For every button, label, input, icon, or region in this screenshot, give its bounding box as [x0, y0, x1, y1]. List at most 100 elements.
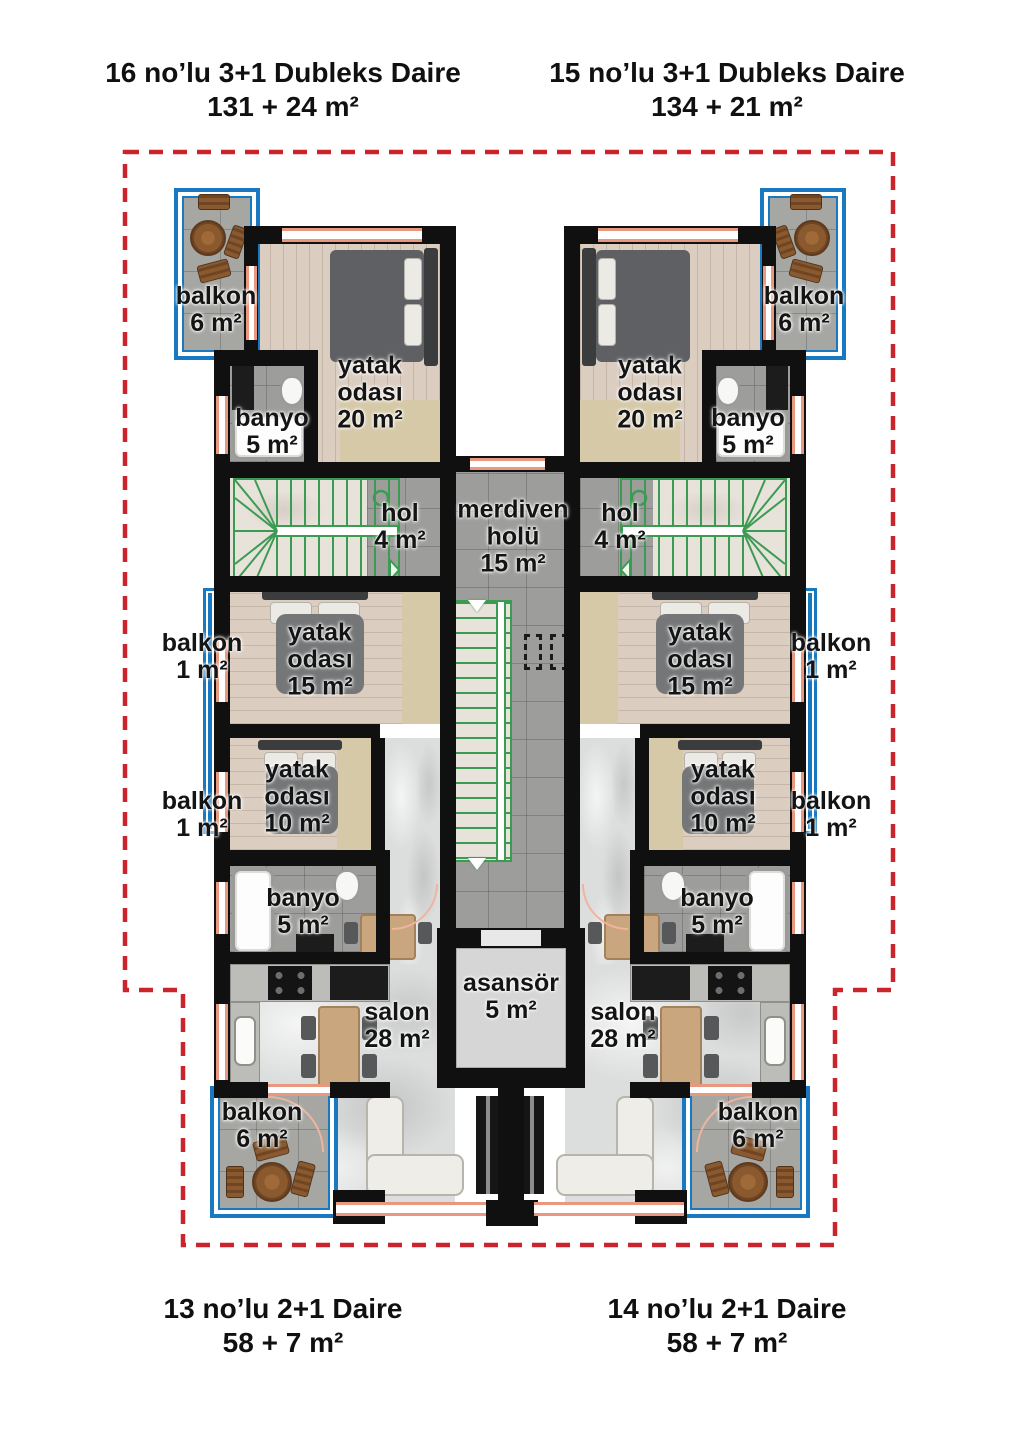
bed [682, 766, 754, 834]
balcony-table [190, 220, 226, 256]
stove [708, 966, 752, 1000]
bed-headboard [582, 248, 596, 366]
window [792, 1004, 804, 1080]
bathroom-vanity [766, 366, 788, 410]
chair [344, 922, 358, 944]
chair [418, 922, 432, 944]
main-staircase [450, 600, 512, 870]
wall-segment [630, 860, 644, 964]
bedroom10-rug [337, 738, 371, 850]
kitchen-cabinet [330, 966, 388, 1000]
bed [276, 614, 364, 694]
balcony-door [763, 266, 774, 340]
bathroom-vanity [232, 366, 254, 410]
toilet [280, 376, 304, 406]
bed-headboard [678, 740, 762, 750]
wall-segment [702, 350, 806, 366]
wall-segment [304, 350, 318, 462]
balcony-table [728, 1162, 768, 1202]
wall-segment [564, 462, 792, 478]
window [792, 772, 804, 832]
balcony-table [252, 1162, 292, 1202]
bed-headboard [258, 740, 342, 750]
wall-segment [640, 724, 806, 738]
kitchen-sink [764, 1016, 786, 1066]
window [470, 458, 545, 470]
window [216, 640, 228, 702]
bed-pillow [598, 258, 616, 300]
wall-segment [564, 226, 580, 930]
bed [266, 766, 338, 834]
wall-segment [330, 1082, 390, 1098]
chair [704, 1016, 719, 1040]
dining-table [660, 1006, 702, 1096]
window [216, 396, 228, 454]
bathtub [232, 868, 274, 954]
wall-segment [635, 738, 649, 850]
chair [362, 1054, 377, 1078]
stair-arrow-top [468, 600, 486, 612]
bed-pillow [404, 304, 422, 346]
window [216, 772, 228, 832]
toilet [660, 870, 686, 902]
chair [704, 1054, 719, 1078]
window [598, 228, 738, 242]
bed-pillow [598, 304, 616, 346]
chair [662, 922, 676, 944]
wall-segment [376, 860, 390, 964]
window [282, 228, 422, 242]
chair [643, 1054, 658, 1078]
wall-segment [630, 1082, 690, 1098]
wall-segment [228, 462, 456, 478]
bedroom15-rug [580, 592, 618, 724]
balcony-door [268, 1084, 330, 1096]
wall-segment [752, 1082, 806, 1098]
chair [588, 922, 602, 944]
window [792, 640, 804, 702]
stove [268, 966, 312, 1000]
shaft-marker [524, 634, 542, 670]
window [336, 1202, 486, 1216]
elevator-cabin [456, 948, 566, 1068]
wall-segment [214, 850, 390, 866]
wall-segment [498, 1088, 524, 1206]
dining-table [318, 1006, 360, 1096]
chair [301, 1054, 316, 1078]
wall-segment [790, 350, 806, 1090]
balcony-door [246, 266, 257, 340]
tv-unit [476, 1096, 500, 1194]
balcony-chair [198, 194, 230, 210]
balcony-door [690, 1084, 752, 1096]
sofa [556, 1154, 654, 1196]
window [216, 1004, 228, 1080]
wall-segment [630, 850, 806, 866]
balcony-chair [226, 1166, 244, 1198]
chair [362, 1016, 377, 1040]
wall-segment [214, 1082, 268, 1098]
balcony-chair [776, 1166, 794, 1198]
bedroom10-rug [649, 738, 683, 850]
wall-segment [214, 724, 380, 738]
balcony-chair [790, 194, 822, 210]
wall-segment [214, 350, 230, 1090]
wall-segment [371, 738, 385, 850]
